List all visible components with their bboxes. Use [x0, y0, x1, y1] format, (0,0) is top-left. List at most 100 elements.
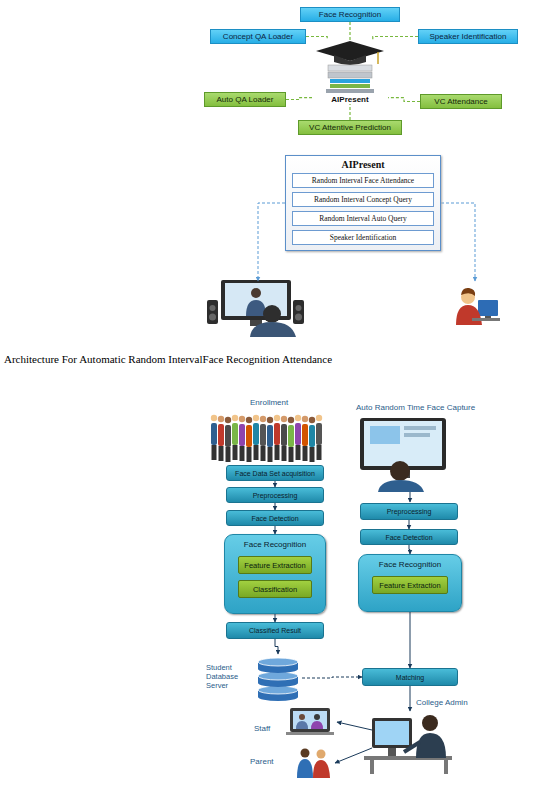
leader-line: [410, 492, 411, 502]
feature-item: Random Interval Concept Query: [292, 192, 434, 207]
video-call-illustration-part: [209, 314, 216, 321]
staff-user-illustration: [456, 288, 500, 325]
college-admin-illustration-part: [370, 760, 374, 774]
node-text: Random Interval Auto Query: [319, 214, 407, 223]
college-admin-illustration-part: [422, 715, 438, 731]
process-box: Classified Result: [226, 622, 324, 639]
node-text: Student Database Server: [206, 663, 252, 690]
node-text: VC Attentive Prediction: [309, 123, 391, 132]
staff-illustration-part: [314, 714, 320, 720]
crowd-illustration-part: [274, 423, 280, 445]
crowd-illustration-part: [226, 447, 231, 462]
video-call-illustration-part: [207, 300, 218, 324]
node-text: Preprocessing: [253, 492, 298, 499]
process-box: Preprocessing: [360, 503, 458, 520]
crowd-illustration-part: [218, 416, 224, 422]
node-text: AIPresent: [312, 95, 388, 104]
crowd-illustration-part: [211, 415, 217, 421]
crowd-illustration-part: [288, 417, 294, 423]
college-admin-illustration: [364, 715, 452, 774]
leader-line: [258, 203, 285, 281]
crowd-illustration-part: [274, 415, 280, 421]
group-box: Face RecognitionFeature ExtractionClassi…: [224, 534, 326, 614]
node-text: Speaker Identification: [430, 32, 507, 41]
staff-user-illustration-part: [461, 288, 475, 296]
connector: [388, 98, 420, 102]
capture-computer-illustration-part: [364, 421, 442, 466]
crowd-illustration-part: [309, 417, 315, 423]
crowd-illustration-part: [239, 424, 245, 446]
leader-line: [337, 722, 372, 730]
capture-computer-illustration: [360, 418, 446, 492]
connector: [410, 612, 411, 668]
node-text: Feature Extraction: [379, 581, 440, 590]
crowd-illustration-part: [267, 417, 273, 423]
connector: [275, 614, 276, 622]
capture-computer-illustration-part: [404, 433, 430, 437]
process-box: Feature Extraction: [238, 556, 312, 574]
capture-computer-illustration-part: [370, 426, 400, 444]
crowd-illustration-part: [281, 424, 287, 446]
process-box: Face Detection: [226, 510, 324, 526]
node-text: Face Recognition: [319, 10, 381, 19]
module-box: Concept QA Loader: [210, 29, 306, 44]
crowd-illustration-part: [316, 415, 322, 421]
crowd-illustration-part: [253, 415, 259, 421]
staff-illustration-part: [290, 708, 330, 732]
node-text: Concept QA Loader: [223, 32, 293, 41]
crowd-illustration-part: [295, 423, 301, 445]
crowd-illustration-part: [254, 445, 259, 460]
college-admin-illustration-part: [375, 721, 409, 745]
staff-user-illustration-part: [472, 318, 500, 321]
process-box: Face Data Set acquisition: [226, 465, 324, 481]
node-text: Face Detection: [385, 534, 432, 541]
parent-illustration-part: [297, 759, 313, 778]
node-text: Random Interval Face Attendance: [312, 176, 414, 185]
parent-illustration-part: [317, 750, 326, 759]
crowd-illustration: [211, 415, 322, 462]
college-admin-illustration-part: [388, 748, 396, 756]
annotation-label: Staff: [254, 724, 270, 733]
system-panel: AIPresentRandom Interval Face Attendance…: [285, 155, 441, 251]
crowd-illustration-part: [310, 447, 315, 462]
parent-illustration: [297, 749, 330, 779]
crowd-illustration-part: [246, 425, 252, 447]
node-text: VC Attendance: [434, 97, 487, 106]
process-box: Classification: [238, 580, 312, 598]
leader-line: [335, 748, 372, 763]
crowd-illustration-part: [211, 423, 217, 445]
connector: [409, 545, 410, 554]
crowd-illustration-part: [232, 415, 238, 421]
video-call-illustration: [207, 280, 304, 337]
connector: [409, 520, 410, 529]
node-text: Classification: [253, 585, 297, 594]
connector: [275, 503, 276, 510]
cap-server-icon: [312, 40, 388, 104]
leader-line: [441, 203, 475, 281]
crowd-illustration-part: [309, 425, 315, 447]
module-box: VC Attendance: [420, 94, 502, 109]
parent-illustration-part: [313, 760, 330, 778]
annotation-label: Enrollment: [250, 398, 288, 407]
system-icon: AIPresent: [312, 40, 388, 104]
group-box: Face RecognitionFeature Extraction: [358, 554, 462, 612]
crowd-illustration-part: [281, 416, 287, 422]
parent-illustration-part: [301, 749, 310, 758]
node-text: AIPresent: [286, 159, 440, 170]
module-box: Speaker Identification: [418, 29, 518, 44]
staff-user-illustration-part: [456, 305, 482, 325]
node-text: Auto QA Loader: [217, 95, 274, 104]
connector: [349, 104, 350, 120]
college-admin-illustration-part: [404, 742, 420, 752]
crowd-illustration-part: [212, 445, 217, 460]
crowd-illustration-part: [316, 423, 322, 445]
crowd-illustration-part: [261, 446, 266, 461]
module-box: VC Attentive Prediction: [298, 120, 402, 135]
crowd-illustration-part: [295, 415, 301, 421]
video-call-illustration-part: [246, 300, 266, 316]
database-cylinder: Student Database Server: [206, 654, 302, 702]
crowd-illustration-part: [302, 424, 308, 446]
crowd-illustration-part: [288, 425, 294, 447]
staff-illustration-part: [311, 721, 323, 729]
